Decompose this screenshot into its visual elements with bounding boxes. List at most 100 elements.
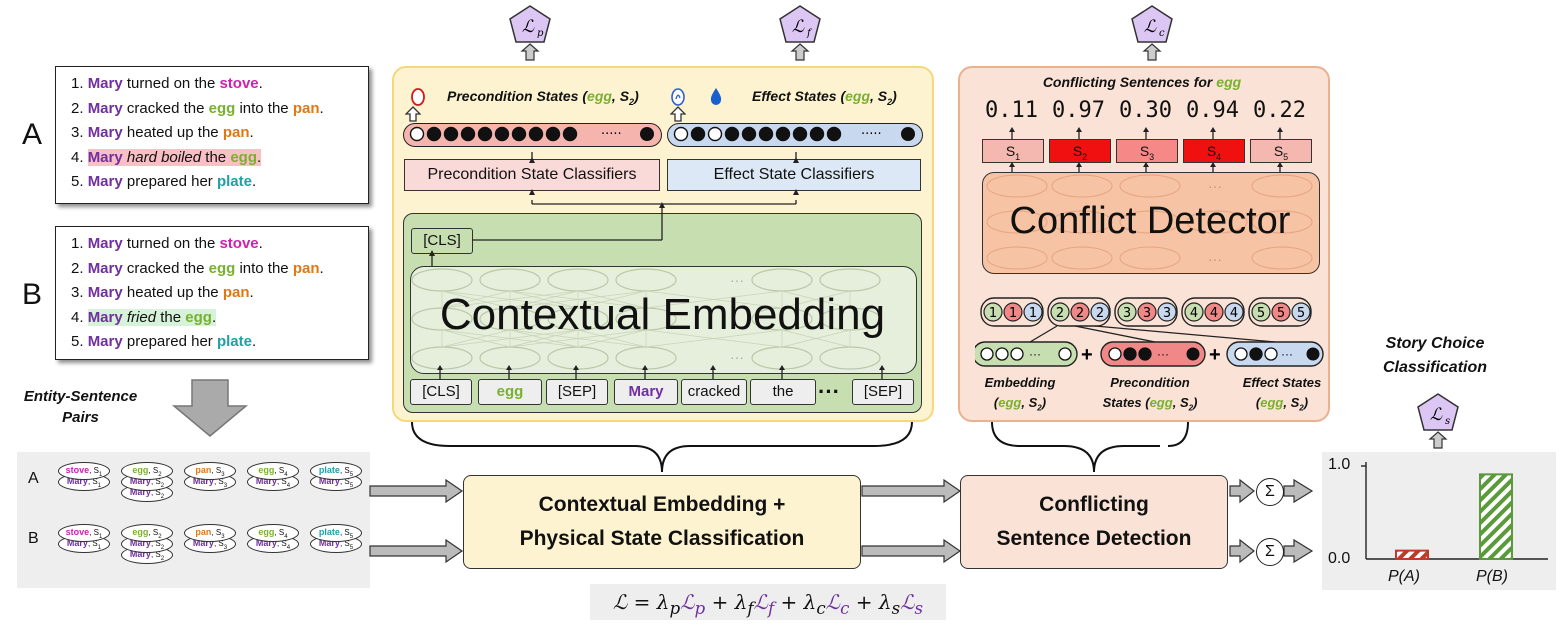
- up-arrow-icon: [710, 365, 716, 379]
- network-edge: [781, 290, 851, 309]
- svg-text:c: c: [1159, 28, 1165, 39]
- pill-ellipsis: ···: [1157, 347, 1169, 361]
- svg-text:f: f: [806, 28, 813, 39]
- story-choice-title: Story Choice Classification: [1382, 335, 1488, 376]
- sentence-box: S1: [982, 139, 1044, 163]
- up-arrow-icon: [779, 365, 785, 379]
- input-token: egg: [478, 379, 542, 405]
- story-line: 3. Mary heated up the pan.: [71, 124, 254, 141]
- sentence-triple: [1047, 297, 1111, 327]
- contextual-embedding-stage: Contextual Embedding + Physical State Cl…: [463, 475, 861, 569]
- svg-text:ℒ: ℒ: [1144, 17, 1157, 37]
- triple-label: 2: [1096, 306, 1104, 321]
- input-token: cracked: [681, 379, 747, 405]
- entity-sentence-pair: stove, S1: [58, 524, 110, 542]
- svg-text:s: s: [1445, 416, 1450, 427]
- conflict-score: 0.97: [1052, 98, 1105, 123]
- cd-stage-line1: Conflicting: [1039, 493, 1149, 516]
- network-ellipsis: ···: [730, 272, 744, 288]
- triple-node: [1070, 302, 1090, 322]
- sentence-triple: [1181, 297, 1245, 327]
- network-node: [1119, 210, 1181, 234]
- triple-label: 2: [1056, 306, 1064, 321]
- entity-sentence-pair: egg, S2: [121, 462, 173, 480]
- precondition-dot: [494, 126, 510, 142]
- arrow-line: [1029, 325, 1058, 343]
- up-arrow-icon: [1076, 127, 1082, 139]
- triple-label: 5: [1277, 306, 1285, 321]
- sum-icon-a: Σ: [1256, 478, 1284, 506]
- entity-sentence-pair: pan, S3: [184, 524, 236, 542]
- network-node: [986, 174, 1048, 198]
- network-node: [1251, 174, 1313, 198]
- triple-label: 2: [1076, 306, 1084, 321]
- input-token: the: [750, 379, 816, 405]
- network-edge: [577, 290, 647, 309]
- precondition-dot: [460, 126, 476, 142]
- precondition-dot: [562, 126, 578, 142]
- network-edge: [645, 329, 783, 348]
- effect-dot: [673, 126, 689, 142]
- svg-text:p: p: [537, 28, 544, 39]
- triple-node: [1090, 302, 1110, 322]
- contextual-embedding-box: [410, 266, 917, 374]
- story-line: 5. Mary prepared her plate.: [71, 333, 257, 350]
- network-edge: [441, 329, 579, 348]
- input-token: Mary: [614, 379, 678, 405]
- entity-sentence-pair: egg, S4: [247, 462, 299, 480]
- ce-stage-line2: Physical State Classification: [519, 527, 805, 550]
- conflict-network: ······: [986, 174, 1313, 270]
- input-token: [SEP]: [852, 379, 914, 405]
- brace-right: [1167, 421, 1189, 447]
- effect-states-title: Effect States (egg, S2): [752, 88, 897, 107]
- network-edge: [509, 329, 579, 348]
- triple-node: [1050, 302, 1070, 322]
- triple-label: 1: [1029, 306, 1037, 321]
- embedding-dot: [1058, 347, 1072, 361]
- connectors: [429, 152, 799, 266]
- network-edge: [509, 290, 579, 309]
- network-ellipsis: ···: [1208, 251, 1222, 267]
- sentence-triple: [1248, 297, 1312, 327]
- chart-panel: [1322, 452, 1556, 590]
- water-drop-icon: [710, 88, 722, 105]
- precondition-state-classifiers: Precondition State Classifiers: [404, 159, 660, 191]
- entity-sentence-pair: pan, S3: [184, 462, 236, 480]
- effect-dot: [1264, 347, 1278, 361]
- token-ellipsis: ···: [818, 379, 840, 404]
- network-node: [819, 346, 881, 370]
- svg-text:ℒ: ℒ: [522, 17, 535, 37]
- network-edge: [509, 290, 647, 309]
- triple-node: [1224, 302, 1244, 322]
- conflict-score: 0.22: [1253, 98, 1306, 123]
- story-a-box: 1. Mary turned on the stove.2. Mary crac…: [55, 66, 369, 204]
- effect-dot: [1249, 347, 1263, 361]
- story-line: 5. Mary prepared her plate.: [71, 173, 257, 190]
- plus-sign: +: [1081, 344, 1093, 366]
- triple-label: 5: [1257, 306, 1265, 321]
- network-edge: [577, 329, 647, 348]
- triple-label: 1: [989, 306, 997, 321]
- up-arrow-icon: [879, 365, 885, 379]
- network-node: [1119, 246, 1181, 270]
- network-ellipsis: ···: [730, 349, 744, 365]
- story-line: 2. Mary cracked the egg into the pan.: [71, 99, 324, 117]
- effect-dot: [809, 126, 825, 142]
- triple-label: 5: [1297, 306, 1305, 321]
- sentence-box: S5: [1250, 139, 1312, 163]
- triple-node: [1291, 302, 1311, 322]
- sentence-box: S4: [1183, 139, 1245, 163]
- sentence-triple: [1114, 297, 1178, 327]
- plus-sign: +: [1209, 344, 1221, 366]
- network-node: [986, 246, 1048, 270]
- network-node: [1051, 210, 1113, 234]
- bar-pb: [1479, 473, 1513, 560]
- conflict-detector-label: Conflict Detector: [1009, 200, 1291, 242]
- precondition-dot: [640, 127, 654, 141]
- precondition-dot: [443, 126, 459, 142]
- entity-sentence-pairs-label: Entity-Sentence Pairs: [23, 388, 138, 426]
- precondition-dot: [1123, 347, 1137, 361]
- precondition-ellipsis: ·····: [601, 127, 622, 142]
